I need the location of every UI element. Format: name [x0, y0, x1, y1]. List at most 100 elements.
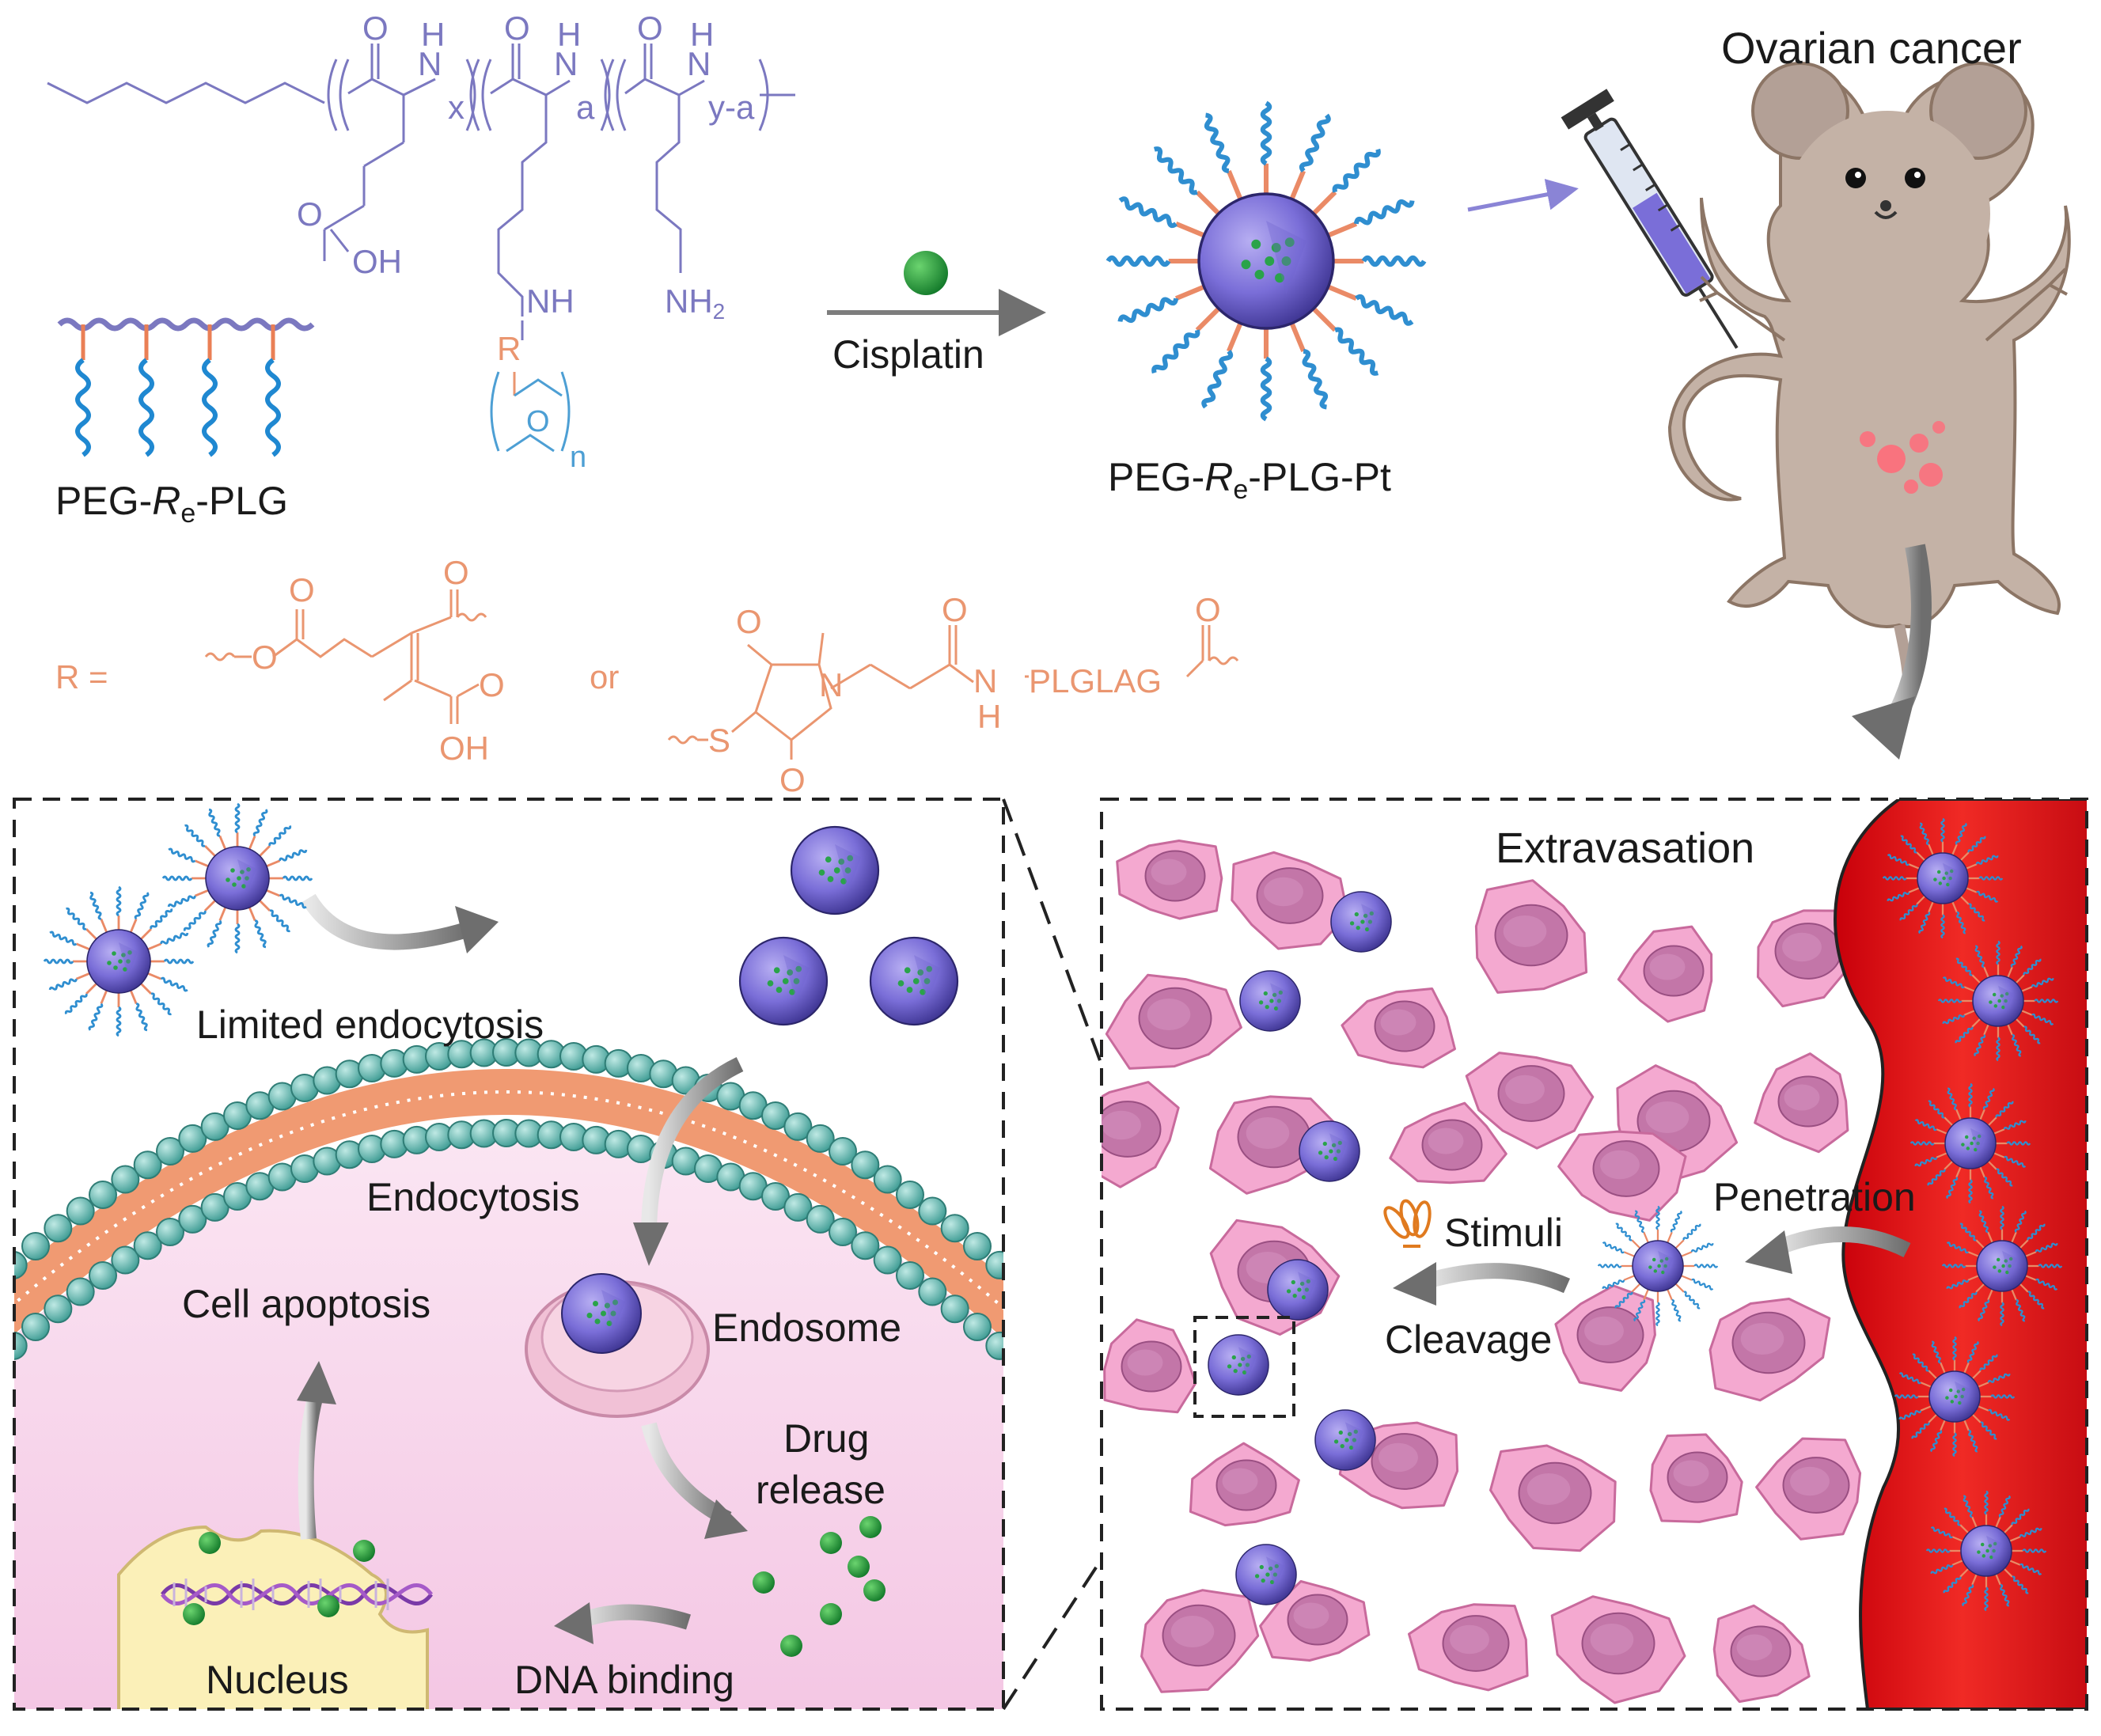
cleaved-nanoparticle — [1235, 1544, 1297, 1605]
penetrating-nanoparticle — [1597, 1205, 1719, 1327]
oh-label: OH — [352, 243, 402, 280]
syringe-icon — [1561, 89, 1739, 349]
tumor-cell — [1102, 1081, 1180, 1188]
peptide-label: PLGLAG — [1029, 662, 1162, 699]
endosome-label: Endosome — [712, 1306, 901, 1350]
shielded-nanoparticle — [161, 802, 313, 954]
acid-oh-label: OH — [439, 730, 489, 767]
amide-h2-label: H — [977, 698, 1001, 735]
tumor-cell — [1105, 973, 1242, 1070]
tissue-nanoparticles — [1208, 891, 1719, 1605]
deshielded-nanoparticle — [790, 825, 880, 915]
membrane-outer-beads — [14, 1038, 1003, 1279]
left-panel-arrows — [298, 893, 744, 1630]
imide-n-label: N — [819, 666, 843, 703]
r-peg-sidechain: R O n — [490, 320, 586, 474]
peg-re-plg-pt-nanoparticle — [1105, 100, 1427, 422]
tumor-cell — [1708, 1298, 1831, 1402]
tumor-cell — [1103, 1318, 1197, 1414]
bound-cisplatin — [183, 1532, 375, 1625]
tumor-cell — [1754, 1052, 1849, 1154]
stimuli-icon — [1383, 1199, 1432, 1248]
released-cisplatin — [753, 1516, 886, 1657]
tumor-cell — [1557, 1130, 1687, 1222]
tumor-cell — [1189, 1442, 1300, 1527]
amide-n-label: N — [418, 45, 442, 82]
carbonyl-o-label: O — [504, 9, 530, 47]
tumor-cell — [1389, 1101, 1507, 1184]
dna-helix — [161, 1579, 433, 1610]
carbonyl-o-label: O — [362, 9, 389, 47]
left-panel-labels: Limited endocytosis Endocytosis Endosome… — [182, 1003, 901, 1702]
endosomal-nanoparticle — [561, 1273, 642, 1354]
cleaved-nanoparticle — [1330, 891, 1392, 953]
left-panel-frame — [13, 798, 1005, 1711]
shielded-nanoparticle — [43, 885, 195, 1037]
circulating-nanoparticle — [1937, 940, 2059, 1062]
ester-carbonyl-o: O — [289, 571, 315, 608]
tumor-cell — [1755, 1437, 1862, 1541]
cellular-uptake-panel — [13, 798, 1005, 1711]
alkyl-chain — [47, 81, 325, 104]
extravasation-label: Extravasation — [1496, 824, 1754, 872]
amide-n-label: N — [687, 45, 711, 82]
amide-o-label: O — [942, 591, 968, 628]
penetration-label: Penetration — [1713, 1175, 1916, 1219]
vessel-nanoparticles — [1882, 817, 2063, 1612]
right-panel-labels: Extravasation Penetration Stimuli Cleava… — [1385, 824, 1916, 1362]
endocytosis-label: Endocytosis — [366, 1175, 580, 1219]
bracket — [339, 59, 350, 131]
repeat-n-label: n — [570, 441, 586, 474]
amide-h-label: H — [557, 16, 581, 53]
tumor-spots — [1860, 421, 1945, 494]
circulating-nanoparticle — [1925, 1490, 2047, 1612]
ketone-o-label: O — [443, 554, 469, 591]
cleaved-nanoparticle — [1239, 970, 1301, 1032]
ether-o-label: O — [526, 405, 550, 438]
deshielded-nanoparticle — [869, 936, 959, 1026]
tumor-cell — [1554, 1284, 1656, 1392]
tumor-cell — [1617, 925, 1713, 1023]
ovarian-cancer-label: Ovarian cancer — [1721, 23, 2022, 73]
tumor-cell — [1140, 1589, 1260, 1693]
circulating-nanoparticle — [1882, 817, 2004, 939]
nh2-label: NH2 — [665, 282, 725, 324]
unit-ya-label: y-a — [708, 89, 755, 126]
tumor-cell — [1474, 879, 1588, 994]
r-equals-label: R = — [55, 658, 108, 696]
cisplatin-arrow: Cisplatin — [827, 251, 1046, 377]
amide-n-label: N — [554, 45, 578, 82]
tumor-tissue-panel — [1100, 798, 2088, 1711]
tumor-cell — [1649, 1433, 1743, 1523]
left-panel-nanoparticles — [43, 802, 959, 1354]
cleaved-nanoparticle — [1208, 1334, 1269, 1396]
tumor-cell — [1259, 1580, 1371, 1662]
peg-brush — [202, 324, 218, 457]
cell-apoptosis-label: Cell apoptosis — [182, 1282, 430, 1326]
nh-label: NH — [526, 282, 575, 320]
sulfur-label: S — [708, 722, 730, 759]
peg-re-plg-icon — [57, 317, 315, 457]
peg-brush — [138, 324, 154, 457]
tumor-cell — [1712, 1604, 1811, 1704]
amide-h-label: H — [421, 16, 445, 53]
right-panel-arrows — [1422, 1226, 1911, 1294]
r-definition — [204, 589, 1239, 760]
cleaved-nanoparticle — [1299, 1120, 1360, 1182]
ester-o-label: O — [252, 639, 278, 676]
peg-brush — [75, 324, 91, 457]
or-label: or — [590, 658, 619, 696]
release-label: release — [756, 1468, 886, 1512]
polymer-labels: O O O N H x N H a N H y-a O OH NH NH2 — [297, 9, 755, 324]
stimuli-label: Stimuli — [1444, 1211, 1563, 1255]
mouse-illustration — [1667, 62, 2071, 731]
r-label: R — [497, 330, 521, 367]
tumor-cell — [1550, 1595, 1686, 1704]
tumor-cell — [1341, 987, 1456, 1069]
peg-re-plg-pt-label: PEG-Re-PLG-Pt — [1108, 455, 1391, 505]
amide-n2-label: N — [973, 662, 997, 699]
imide-o-bottom: O — [779, 761, 806, 798]
acid-o-label: O — [479, 666, 505, 703]
unit-a-label: a — [576, 89, 595, 126]
tumor-cell — [1489, 1444, 1617, 1552]
